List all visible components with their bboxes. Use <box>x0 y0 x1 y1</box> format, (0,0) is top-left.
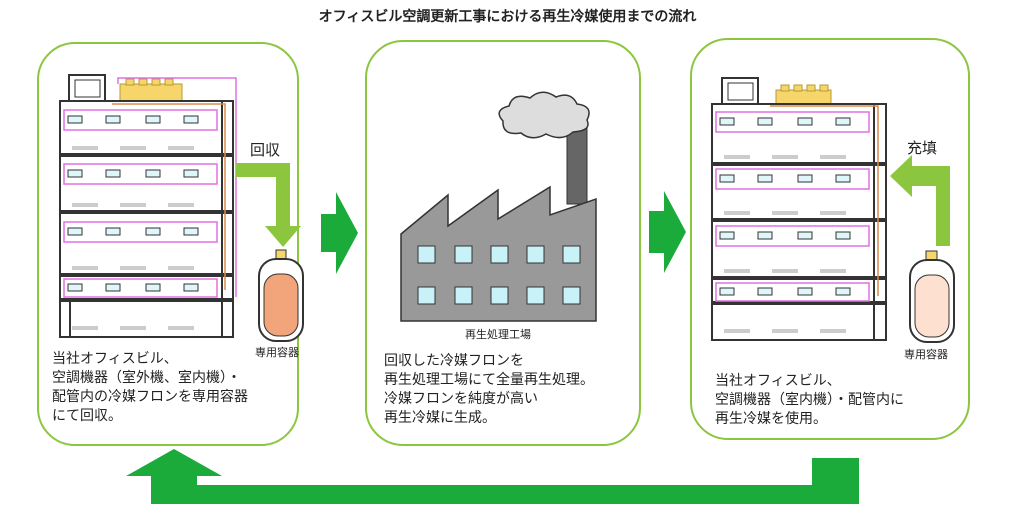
building-left <box>59 74 237 338</box>
recovery-container-label: 専用容器 <box>255 346 299 359</box>
middle-description: 回収した冷媒フロンを 再生処理工場にて全量再生処理。 冷媒フロンを純度が高い 再… <box>384 352 594 428</box>
left-description: 当社オフィスビル、 空調機器（室外機、室内機）・ 配管内の冷媒フロンを専用容器 … <box>52 350 248 426</box>
fill-container-icon <box>909 250 955 343</box>
left-description-line-4: にて回収。 <box>52 408 122 424</box>
diagram-title: オフィスビル空調更新工事における再生冷媒使用までの流れ <box>318 9 697 25</box>
left-description-line-1: 当社オフィスビル、 <box>52 351 178 367</box>
fill-arrow-label: 充填 <box>907 139 938 157</box>
middle-description-line-1: 回収した冷媒フロンを <box>384 353 524 369</box>
right-description: 当社オフィスビル、 空調機器（室内機）・配管内に 再生冷媒を使用。 <box>715 372 904 429</box>
flow-arrow-to-building <box>649 191 686 273</box>
left-description-line-3: 配管内の冷媒フロンを専用容器 <box>52 389 248 405</box>
return-flow-arrow <box>126 449 859 504</box>
flow-arrow-to-plant <box>321 192 358 274</box>
factory-illustration <box>400 91 597 322</box>
right-description-line-3: 再生冷媒を使用。 <box>715 411 827 427</box>
middle-description-line-3: 冷媒フロンを純度が高い <box>384 391 538 407</box>
fill-arrow <box>890 155 950 246</box>
middle-description-line-2: 再生処理工場にて全量再生処理。 <box>384 372 594 388</box>
fill-container-label: 専用容器 <box>904 348 948 361</box>
right-description-line-1: 当社オフィスビル、 <box>715 373 841 389</box>
building-right <box>711 77 887 341</box>
recovery-container-icon <box>258 249 304 342</box>
recovery-arrow <box>236 163 301 247</box>
left-description-line-2: 空調機器（室外機、室内機）・ <box>52 370 241 386</box>
right-description-line-2: 空調機器（室内機）・配管内に <box>715 392 904 408</box>
factory-label: 再生処理工場 <box>465 328 531 341</box>
recovery-arrow-label: 回収 <box>250 141 281 159</box>
middle-description-line-4: 再生冷媒に生成。 <box>384 410 496 426</box>
